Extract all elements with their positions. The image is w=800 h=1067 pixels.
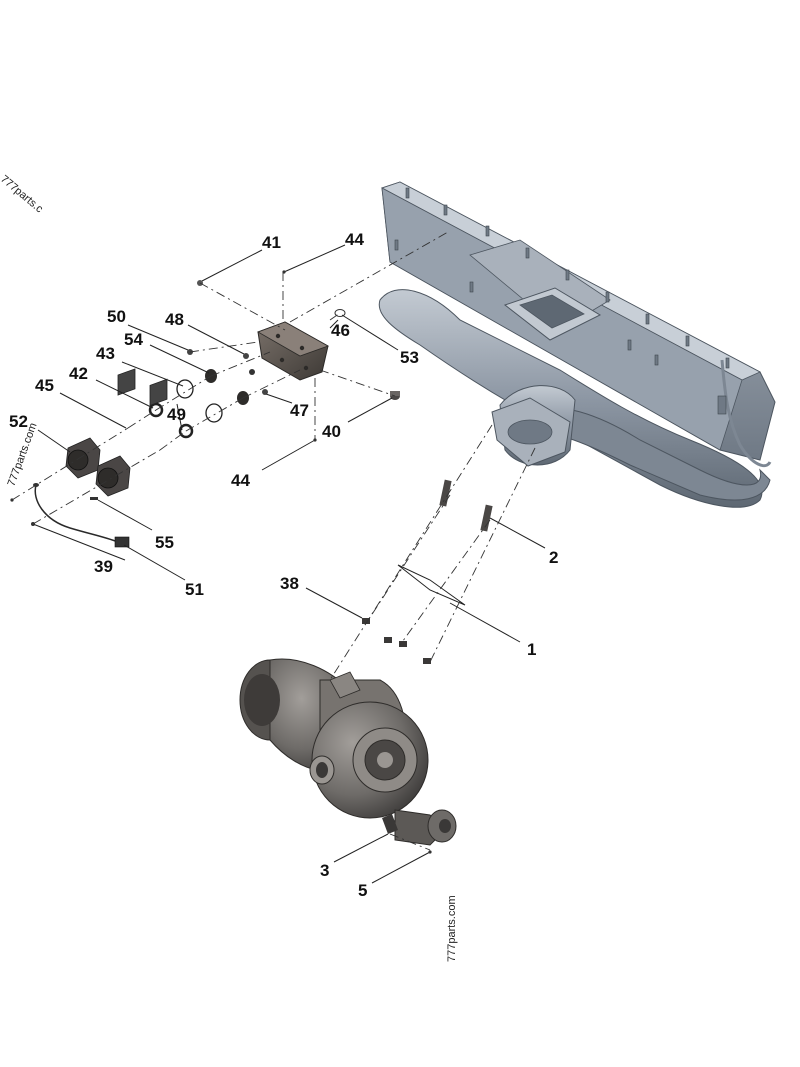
bolt-3: [382, 814, 398, 834]
stud-38d: [423, 658, 431, 664]
seal-46: [249, 369, 255, 375]
callout-44-top: 44: [345, 230, 364, 249]
callout-45: 45: [35, 376, 54, 395]
small-fasteners: [117, 280, 400, 439]
callout-47: 47: [290, 401, 309, 420]
stud-38a: [362, 618, 370, 624]
sensor-housing-block: [257, 321, 329, 381]
callout-3: 3: [320, 861, 329, 880]
gasket-45a: [117, 368, 136, 396]
screw-55: [90, 497, 98, 500]
watermark-left: 777parts.com: [6, 421, 40, 488]
gasket-45b: [149, 378, 168, 406]
callout-39: 39: [94, 557, 113, 576]
ring-42b: [178, 423, 194, 439]
manifold-studs: [394, 187, 730, 369]
callout-2: 2: [549, 548, 558, 567]
leader-end-dots: [10, 270, 432, 854]
callout-46: 46: [331, 321, 350, 340]
callout-42: 42: [69, 364, 88, 383]
exhaust-manifold: [378, 181, 776, 508]
callout-5: 5: [358, 881, 367, 900]
callout-52: 52: [9, 412, 28, 431]
stud-38b: [384, 637, 392, 643]
callout-43: 43: [96, 344, 115, 363]
callout-50: 50: [107, 307, 126, 326]
turbocharger: [239, 618, 457, 846]
callout-38: 38: [280, 574, 299, 593]
stud-38c: [399, 641, 407, 647]
callout-53: 53: [400, 348, 419, 367]
oring-43a: [176, 379, 194, 399]
leader-lines: [32, 244, 546, 884]
watermark-bottom: 777parts.com: [446, 895, 458, 962]
callout-44-bottom: 44: [231, 471, 250, 490]
plug-47: [262, 389, 268, 395]
washer-48: [243, 353, 249, 359]
watermark-top-left: 777parts.c: [0, 173, 46, 216]
callout-40: 40: [322, 422, 341, 441]
oring-53: [334, 309, 346, 317]
callout-48: 48: [165, 310, 184, 329]
callout-41: 41: [262, 233, 281, 252]
callout-1: 1: [527, 640, 536, 659]
ring-42a: [148, 402, 164, 418]
studs-2: [439, 479, 493, 532]
assembly-lines: [11, 231, 536, 851]
callout-54: 54: [124, 330, 143, 349]
gasket-1: [397, 564, 466, 606]
callout-55: 55: [155, 533, 174, 552]
callout-49: 49: [167, 405, 186, 424]
sensor-connectors: [65, 437, 131, 500]
callout-51: 51: [185, 580, 204, 599]
oring-43b: [205, 403, 223, 423]
callout-labels: 41 44 50 48 46 54 53 43 45 42 49 47 40 5…: [9, 230, 558, 900]
